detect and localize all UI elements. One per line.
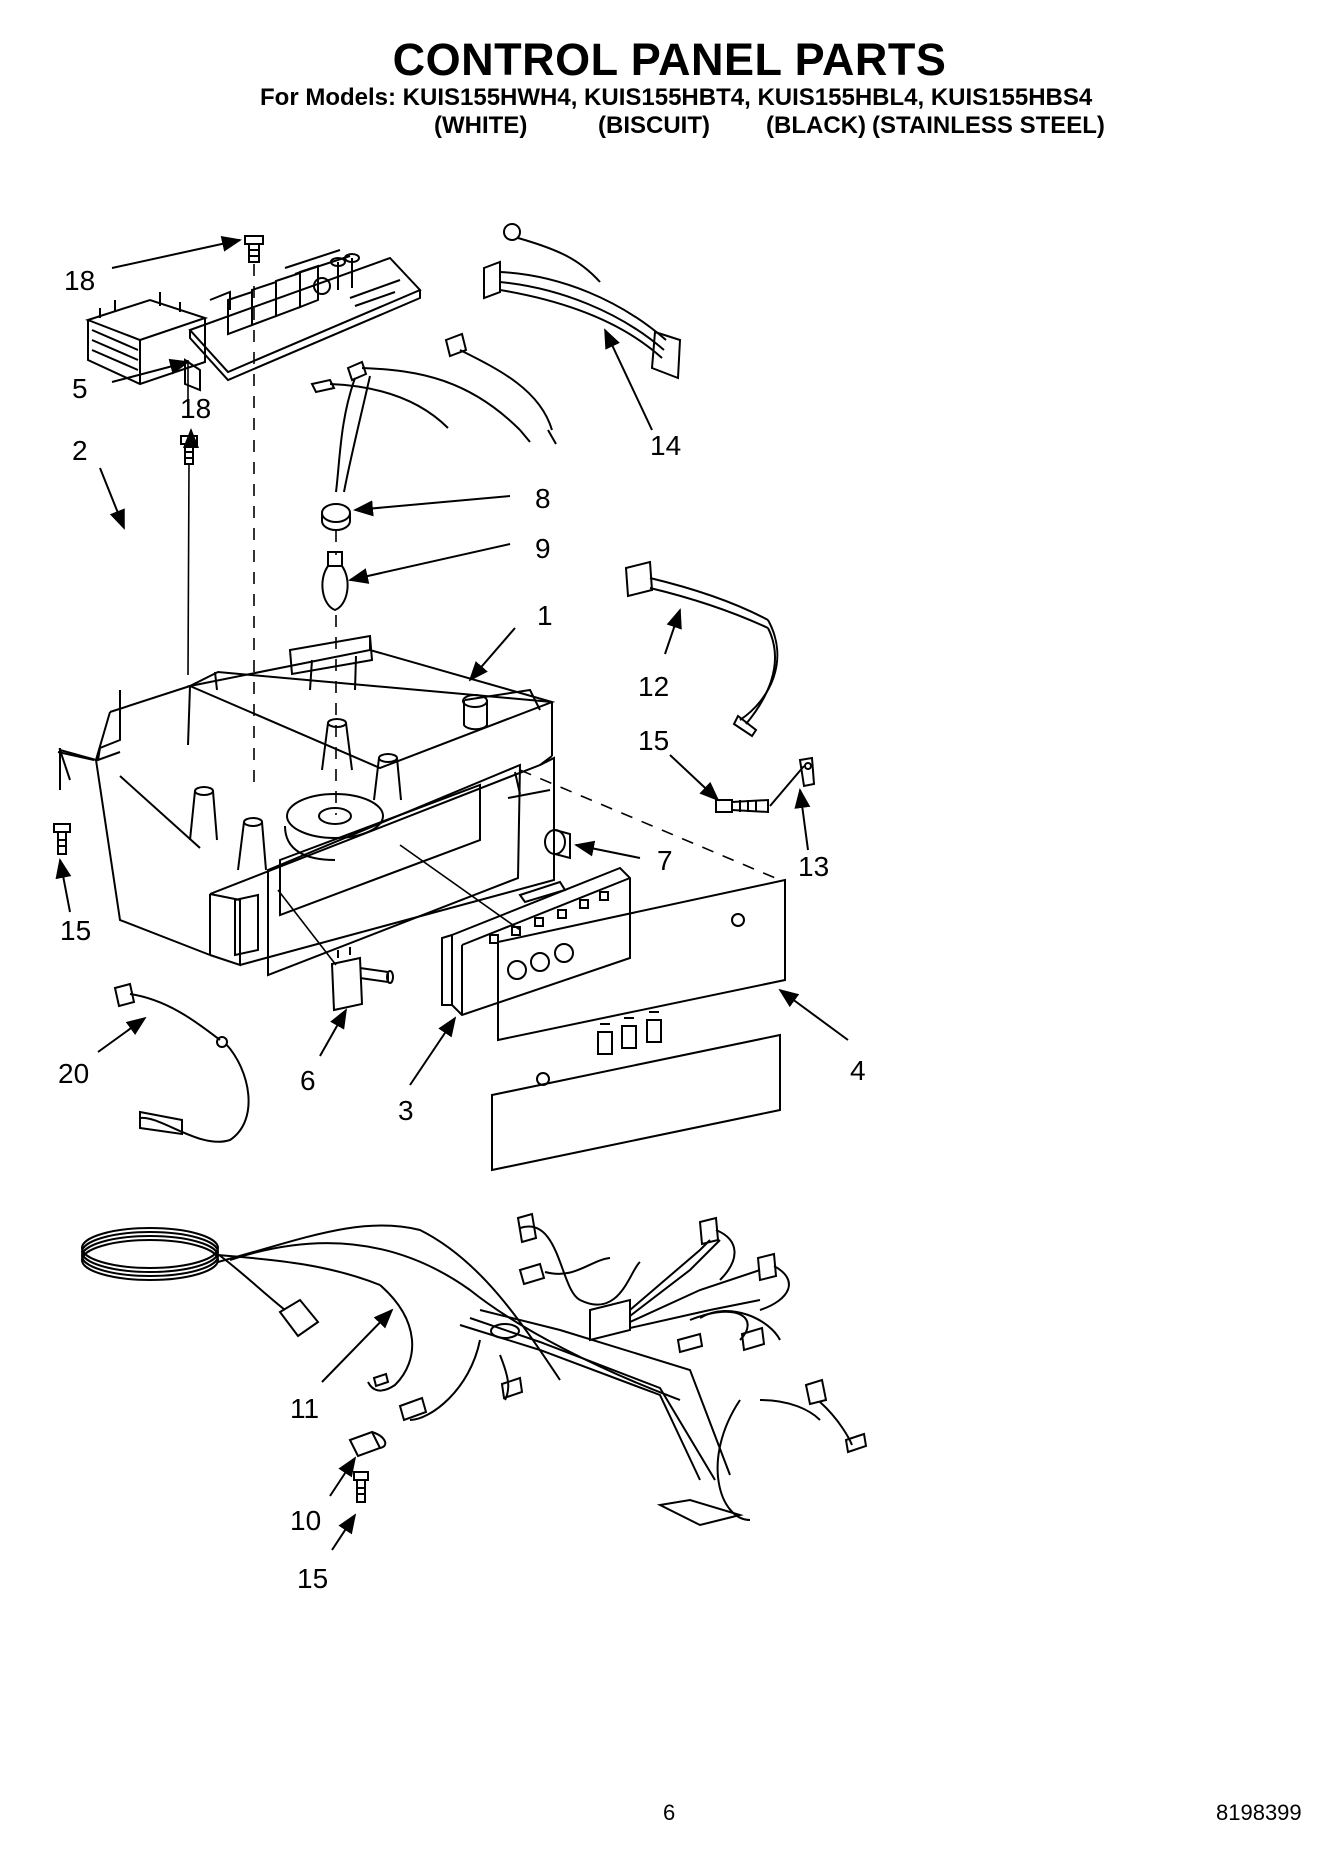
callout-4: 4	[850, 1055, 866, 1086]
callout-15-right: 15	[638, 725, 669, 756]
harness-part-20	[113, 982, 250, 1143]
clip-part-13	[769, 756, 816, 807]
callout-arrows	[55, 236, 849, 1551]
switch-board-part-3	[441, 866, 631, 1017]
housing-posts	[189, 718, 402, 871]
screw-part-18-top	[244, 235, 264, 263]
harness-part-12	[624, 560, 779, 738]
callout-15-bottom: 15	[297, 1563, 328, 1594]
screw-part-15-left	[53, 823, 71, 855]
callout-10: 10	[290, 1505, 321, 1536]
models-line: For Models: KUIS155HWH4, KUIS155HBT4, KU…	[260, 84, 1093, 111]
callout-2: 2	[72, 435, 88, 466]
callout-8: 8	[535, 483, 551, 514]
grommet-part-7	[544, 829, 571, 860]
callout-14: 14	[650, 430, 681, 461]
callout-9: 9	[535, 533, 551, 564]
callout-12: 12	[638, 671, 669, 702]
control-board-part-5	[188, 249, 422, 382]
callout-20: 20	[58, 1058, 89, 1089]
callout-6: 6	[300, 1065, 316, 1096]
main-harness-part-11	[81, 1212, 868, 1527]
clip-part-10	[348, 1430, 387, 1458]
callout-1: 1	[537, 600, 553, 631]
callout-13: 13	[798, 851, 829, 882]
screw-part-15-bottom	[353, 1471, 369, 1503]
control-housing-part-1	[57, 634, 556, 977]
model-color-biscuit: (BISCUIT)	[598, 112, 710, 139]
model-color-stainless: (STAINLESS STEEL)	[872, 112, 1105, 139]
lamp-socket-wires-part-8	[310, 332, 557, 493]
panel-part-4	[491, 878, 786, 1172]
model-color-black: (BLACK)	[766, 112, 866, 139]
callout-labels: 18 5 18 2 14 8 9 1 12 15 7 13 15 20 6 3 …	[58, 265, 866, 1594]
callout-15-left: 15	[60, 915, 91, 946]
screw-part-18-lower	[180, 435, 198, 465]
wire-harness-part-14	[483, 223, 682, 380]
page-title: CONTROL PANEL PARTS	[392, 34, 947, 85]
document-number: 8198399	[1216, 1800, 1302, 1825]
alignment-lines	[253, 264, 781, 881]
light-bulb-part-9	[321, 551, 349, 612]
callout-3: 3	[398, 1095, 414, 1126]
callout-5: 5	[72, 373, 88, 404]
model-color-white: (WHITE)	[434, 112, 528, 139]
callout-7: 7	[657, 845, 673, 876]
switch-part-6	[330, 947, 394, 1012]
page-number: 6	[663, 1800, 676, 1825]
lamp-socket-part-8	[321, 503, 351, 531]
leader-lines	[119, 360, 521, 966]
callout-11: 11	[290, 1393, 319, 1424]
transformer-part-2	[84, 292, 209, 392]
callout-18-top: 18	[64, 265, 95, 296]
callout-18-lower: 18	[180, 393, 211, 424]
screw-part-15-right	[715, 798, 769, 814]
